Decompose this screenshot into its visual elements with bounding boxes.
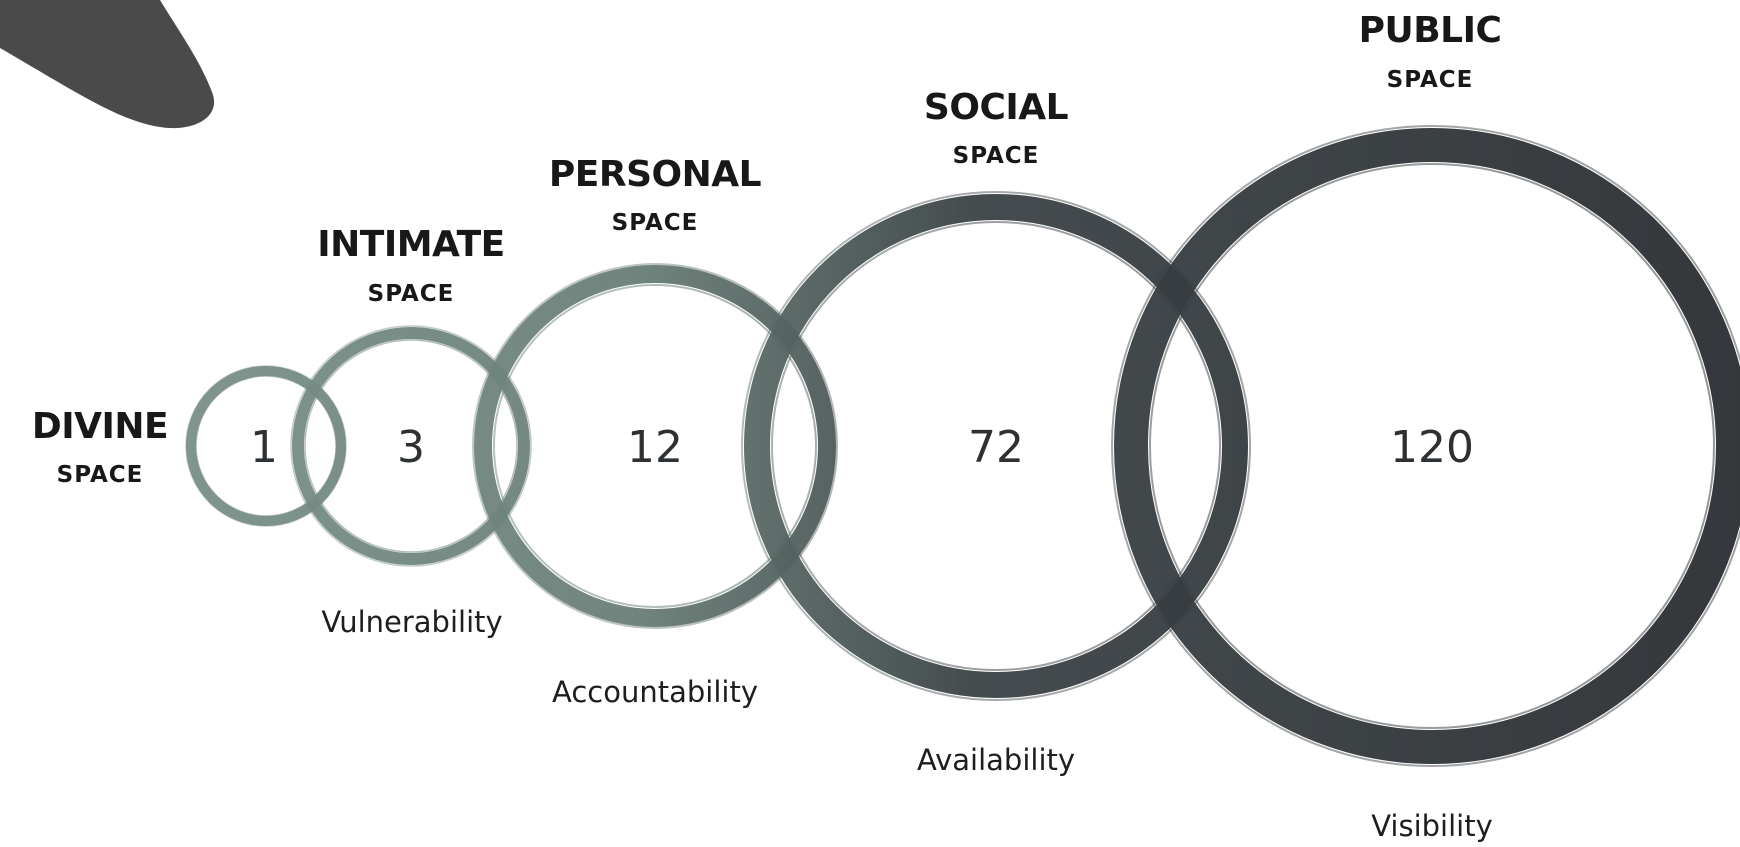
space-number-intimate: 3 [397,422,425,473]
space-title-social: SOCIAL [923,87,1069,128]
space-quality-social: Availability [916,743,1076,777]
space-subtitle-personal: SPACE [611,210,699,236]
space-subtitle-public: SPACE [1386,67,1474,93]
space-number-personal: 12 [627,422,683,473]
space-title-personal: PERSONAL [548,154,762,195]
ring-intimate [290,325,532,567]
space-number-divine: 1 [250,422,278,473]
space-subtitle-divine: SPACE [56,462,144,488]
space-quality-public: Visibility [1371,809,1493,843]
space-subtitle-intimate: SPACE [367,281,455,307]
space-subtitle-social: SPACE [952,143,1040,169]
space-title-intimate: INTIMATE [317,224,505,265]
space-quality-intimate: Vulnerability [321,605,503,639]
ring-public [1111,125,1740,767]
space-quality-personal: Accountability [552,675,758,709]
space-title-divine: DIVINE [31,406,169,447]
space-number-social: 72 [968,422,1024,473]
space-number-public: 120 [1390,422,1474,473]
ring-divine [185,365,347,527]
ring-personal [472,263,838,629]
space-title-public: PUBLIC [1358,10,1502,51]
ring-social [741,191,1251,701]
brush-stroke-decoration [0,0,215,129]
